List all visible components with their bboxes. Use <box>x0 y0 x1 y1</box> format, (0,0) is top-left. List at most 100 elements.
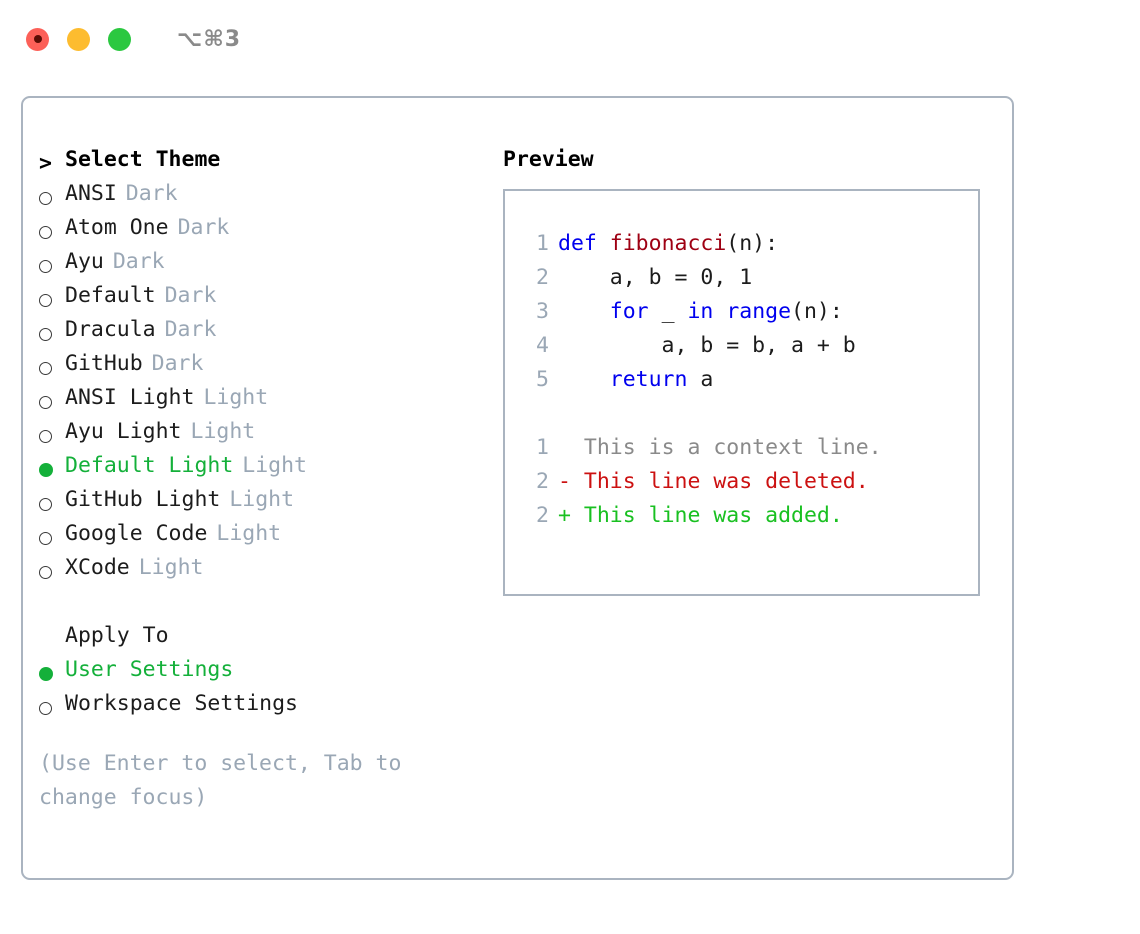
recording-indicator-icon <box>33 35 42 43</box>
theme-radio[interactable] <box>39 419 65 453</box>
minimize-button-icon[interactable] <box>67 27 90 51</box>
radio-selected-icon <box>39 463 53 477</box>
diff-content: This line was added. <box>583 503 843 528</box>
code-line: 5 return a <box>519 367 978 401</box>
code-token: a, b = 0, 1 <box>558 265 753 290</box>
radio-unselected-icon <box>39 293 52 307</box>
caret-glyph: > <box>39 151 52 177</box>
radio-unselected-icon <box>39 225 52 239</box>
theme-list-header: > Select Theme <box>39 147 501 181</box>
diff-line: 1 This is a context line. <box>519 435 978 469</box>
theme-radio[interactable] <box>39 487 65 521</box>
line-number: 2 <box>536 469 549 494</box>
theme-mode-tag: Light <box>203 385 269 410</box>
theme-radio[interactable] <box>39 555 65 589</box>
apply-to-radio[interactable] <box>39 691 65 725</box>
code-text: def fibonacci(n): <box>558 231 778 256</box>
diff-content: This line was deleted. <box>583 469 869 494</box>
theme-radio[interactable] <box>39 453 65 487</box>
maximize-button-icon[interactable] <box>108 27 131 51</box>
keyboard-shortcut-label: ⌥⌘3 <box>177 26 242 52</box>
theme-radio[interactable] <box>39 317 65 351</box>
theme-radio[interactable] <box>39 521 65 555</box>
theme-radio[interactable] <box>39 215 65 249</box>
window-controls <box>26 27 131 51</box>
theme-name-label: Ayu Light <box>65 419 182 444</box>
theme-mode-tag: Light <box>229 487 295 512</box>
section-spacer <box>39 589 501 623</box>
radio-unselected-icon <box>39 191 52 205</box>
theme-list-header-label: Select Theme <box>65 147 221 172</box>
diff-text <box>571 503 584 528</box>
theme-name-label: ANSI <box>65 181 117 206</box>
theme-name-label: XCode <box>65 555 130 580</box>
radio-unselected-icon <box>39 327 52 341</box>
code-token: a <box>687 367 714 392</box>
line-number: 4 <box>536 333 549 358</box>
code-line: 2 a, b = 0, 1 <box>519 265 978 299</box>
code-line: 3 for _ in range(n): <box>519 299 978 333</box>
apply-to-radio[interactable] <box>39 657 65 691</box>
line-number: 5 <box>536 367 549 392</box>
theme-list-item[interactable]: Google Code Light <box>39 521 501 555</box>
theme-name-label: Google Code <box>65 521 208 546</box>
code-token <box>558 367 610 392</box>
radio-unselected-icon <box>39 395 52 409</box>
theme-name-label: GitHub <box>65 351 143 376</box>
theme-mode-tag: Dark <box>125 181 178 206</box>
theme-mode-tag: Light <box>216 521 282 546</box>
diff-line: 2+ This line was added. <box>519 503 978 537</box>
radio-unselected-icon <box>39 429 52 443</box>
radio-unselected-icon <box>39 497 52 511</box>
radio-unselected-icon <box>39 531 52 545</box>
theme-radio[interactable] <box>39 351 65 385</box>
line-number: 2 <box>536 265 549 290</box>
theme-name-label: Atom One <box>65 215 169 240</box>
theme-radio[interactable] <box>39 385 65 419</box>
code-text: a, b = 0, 1 <box>558 265 752 290</box>
code-token: fibonacci <box>609 231 727 256</box>
code-token: (n): <box>791 299 843 324</box>
diff-sample: 1 This is a context line.2- This line wa… <box>519 435 978 537</box>
theme-list-item[interactable]: ANSI Dark <box>39 181 501 215</box>
theme-radio[interactable] <box>39 249 65 283</box>
apply-to-item[interactable]: Workspace Settings <box>39 691 501 725</box>
code-token: for <box>609 299 649 324</box>
theme-mode-tag: Dark <box>164 283 217 308</box>
preview-title: Preview <box>503 147 594 172</box>
theme-mode-tag: Light <box>242 453 308 478</box>
apply-to-label: Workspace Settings <box>65 691 298 716</box>
radio-unselected-icon <box>39 701 52 715</box>
close-button-icon[interactable] <box>26 27 49 51</box>
line-number: 3 <box>536 299 549 324</box>
apply-to-item[interactable]: User Settings <box>39 657 501 691</box>
diff-text <box>571 469 584 494</box>
theme-radio[interactable] <box>39 283 65 317</box>
code-token: (n): <box>726 231 779 256</box>
apply-to-label: User Settings <box>65 657 234 682</box>
theme-list-item[interactable]: Atom One Dark <box>39 215 501 249</box>
radio-unselected-icon <box>39 259 52 273</box>
diff-sign <box>558 435 571 460</box>
theme-radio[interactable] <box>39 181 65 215</box>
radio-selected-icon <box>39 667 53 681</box>
theme-mode-tag: Dark <box>177 215 230 240</box>
code-diff-separator <box>519 401 978 435</box>
diff-text <box>571 435 584 460</box>
